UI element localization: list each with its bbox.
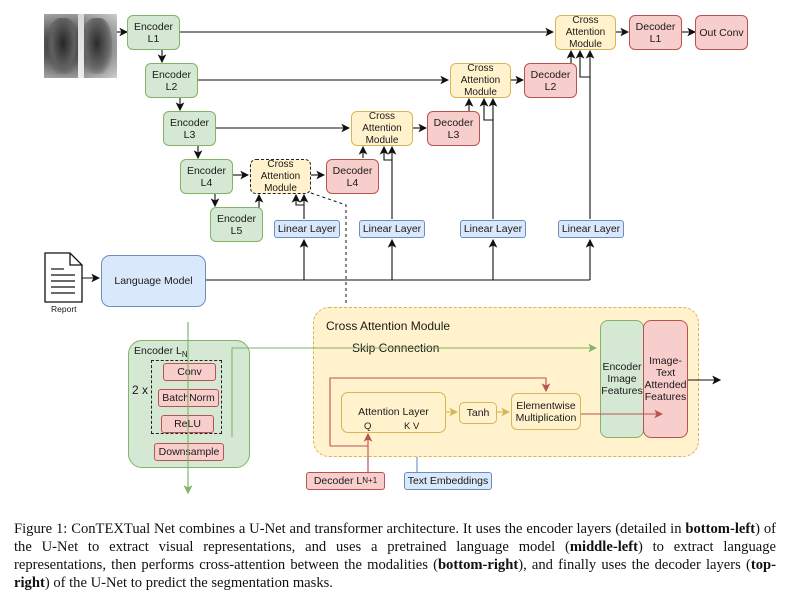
figure-caption: Figure 1: ConTEXTual Net combines a U-Ne… (14, 520, 776, 592)
image-text-attended-features: Image- Text Attended Features (643, 320, 688, 438)
encoder-detail-title-sub: N (181, 350, 188, 360)
relu-layer: ReLU (161, 415, 214, 433)
conv-layer: Conv (163, 363, 216, 381)
decoder-l2: Decoder L2 (524, 63, 577, 98)
caption-bold-4: top-right (14, 557, 776, 591)
cross-attention-module-3: Cross Attention Module (351, 111, 413, 146)
batchnorm-layer: BatchNorm (158, 389, 219, 407)
decoder-l3: Decoder L3 (427, 111, 480, 146)
out-conv: Out Conv (695, 15, 748, 50)
linear-layer-3: Linear Layer (359, 220, 425, 238)
encoder-detail-title: Encoder LN (134, 345, 188, 359)
encoder-detail-title-text: Encoder L (134, 345, 182, 357)
text-embeddings-input: Text Embeddings (404, 472, 492, 490)
caption-bold-3: bottom-right (437, 557, 519, 573)
language-model: Language Model (101, 255, 206, 307)
decoder-l1: Decoder L1 (629, 15, 682, 50)
attention-layer: Attention Layer (341, 392, 446, 433)
encoder-l4: Encoder L4 (180, 159, 233, 194)
caption-text-3: ) to extract language representations, t… (14, 539, 776, 573)
caption-bold-1: bottom-left (685, 521, 756, 537)
elementwise-multiplication: Elementwise Multiplication (511, 393, 581, 430)
repeat-group (151, 360, 222, 434)
caption-text-4: ), and finally uses the decoder layers ( (518, 557, 751, 573)
linear-layer-1: Linear Layer (558, 220, 624, 238)
cross-attention-module-4: Cross Attention Module (250, 159, 311, 194)
caption-text-5: ) of the U-Net to predict the segmentati… (44, 575, 333, 591)
report-document-icon (44, 252, 83, 303)
report-label: Report (51, 304, 77, 314)
caption-bold-2: middle-left (569, 539, 638, 555)
caption-text-1: Figure 1: ConTEXTual Net combines a U-Ne… (14, 521, 686, 537)
query-label: Q (364, 421, 372, 432)
encoder-l5: Encoder L5 (210, 207, 263, 242)
tanh-layer: Tanh (459, 402, 497, 424)
repeat-label: 2 x (132, 383, 149, 397)
caption-text-2: ) of the U-Net to extract visual represe… (14, 521, 776, 555)
architecture-diagram: Encoder L1 Encoder L2 Encoder L3 Encoder… (44, 14, 748, 495)
cross-attention-module-1: Cross Attention Module (555, 15, 616, 50)
cross-attention-module-2: Cross Attention Module (450, 63, 511, 98)
cross-attention-detail-title: Cross Attention Module (326, 319, 451, 333)
linear-layer-4: Linear Layer (274, 220, 340, 238)
encoder-l3: Encoder L3 (163, 111, 216, 146)
downsample-layer: Downsample (154, 443, 224, 461)
linear-layer-2: Linear Layer (460, 220, 526, 238)
decoder-input-text: Decoder L (313, 475, 363, 487)
encoder-l1: Encoder L1 (127, 15, 180, 50)
encoder-l2: Encoder L2 (145, 63, 198, 98)
chest-xray-image (44, 14, 117, 78)
encoder-image-features: Encoder Image Features (600, 320, 644, 438)
skip-connection-label: Skip Connection (352, 341, 440, 355)
key-value-label: K V (404, 421, 420, 432)
decoder-l4: Decoder L4 (326, 159, 379, 194)
decoder-input-sub: N+1 (362, 476, 378, 485)
